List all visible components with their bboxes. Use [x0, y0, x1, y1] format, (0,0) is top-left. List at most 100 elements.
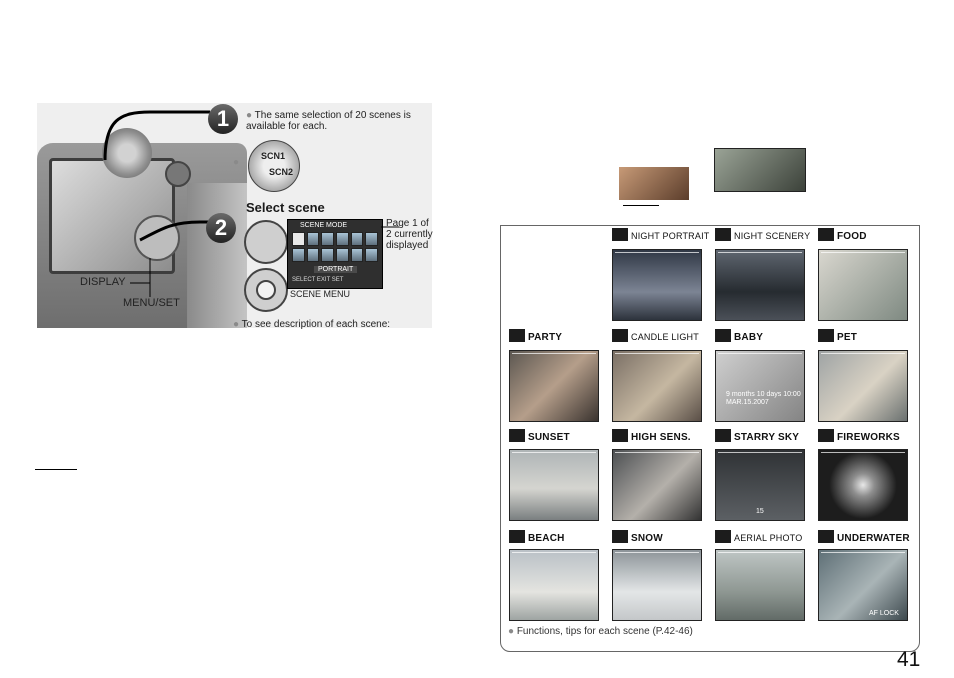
scene-example-photo: 9 months 10 days 10:00 MAR.15.2007: [715, 350, 805, 422]
display-label: DISPLAY: [80, 276, 126, 288]
osd-overlay: [718, 252, 802, 261]
scene-example-photo: [818, 350, 908, 422]
osd-overlay: [615, 452, 699, 461]
osd-overlay: [512, 452, 596, 461]
page-note: Page 1 of 2 currently displayed: [386, 218, 433, 251]
scene-label: BEACH: [509, 530, 565, 544]
scene-example-photo: [612, 249, 702, 321]
scene-label-text: AERIAL PHOTO: [734, 533, 803, 543]
scene-example-photo: [509, 549, 599, 621]
scene-icon-grid: [292, 232, 378, 262]
scene-mode-title: SCENE MODE: [300, 222, 348, 229]
scene-label: FOOD: [818, 228, 867, 242]
footnote: ● Functions, tips for each scene (P.42-4…: [508, 626, 693, 637]
scene-example-photo: [509, 449, 599, 521]
scene-label-text: HIGH SENS.: [631, 432, 691, 443]
menu-set-button-icon: [244, 268, 288, 312]
food-icon: [818, 228, 834, 241]
scene-label: BABY: [715, 329, 763, 343]
focus-area-thumbnail: [714, 148, 806, 192]
step-2-tip-text: To see description of each scene:: [241, 319, 391, 330]
camera-illustration: [37, 103, 432, 328]
scene-example-photo: [612, 449, 702, 521]
scene-cell: [350, 248, 364, 262]
candle-light-icon: [612, 329, 628, 342]
scene-example-photo: [818, 449, 908, 521]
bullet-icon: ●: [508, 626, 515, 637]
scn2-label: SCN2: [269, 167, 294, 177]
selected-scene-label: PORTRAIT: [314, 266, 358, 273]
step-2-tip: ● To see description of each scene:: [233, 319, 390, 330]
scene-cell: [350, 232, 364, 246]
step-1-note-text: The same selection of 20 scenes is avail…: [246, 110, 411, 132]
scene-example-photo: [612, 350, 702, 422]
scene-label: SNOW: [612, 530, 663, 544]
snow-icon: [612, 530, 628, 543]
scene-label: UNDERWATER: [818, 530, 910, 544]
photo-overlay-text: 9 months 10 days 10:00 MAR.15.2007: [726, 391, 801, 406]
cursor-button-icon: [244, 220, 288, 264]
step-1-badge: 1: [208, 104, 238, 134]
scene-label-text: FIREWORKS: [837, 432, 900, 443]
scene-label-text: SNOW: [631, 533, 663, 544]
high-sens-icon: [612, 429, 628, 442]
scene-label-text: CANDLE LIGHT: [631, 332, 699, 342]
scene-label: FIREWORKS: [818, 429, 900, 443]
baby-icon: [715, 329, 731, 342]
osd-overlay: [821, 552, 905, 561]
scene-label-text: NIGHT PORTRAIT: [631, 231, 710, 241]
footnote-text: Functions, tips for each scene (P.42-46): [516, 626, 693, 637]
photo-overlay-text: AF LOCK: [869, 610, 899, 617]
starry-sky-icon: [715, 429, 731, 442]
page-note-leader: [381, 226, 399, 228]
scene-label-text: BABY: [734, 332, 764, 343]
scene-label: PET: [818, 329, 857, 343]
scene-cell: [321, 232, 334, 246]
scene-menu-screen: SCENE MODE PORTRAIT SELECT EXIT SET: [287, 219, 383, 289]
beach-icon: [509, 530, 525, 543]
step-2-title: Select scene: [246, 200, 325, 215]
scene-label-text: UNDERWATER: [837, 533, 910, 544]
osd-overlay: [821, 353, 905, 362]
menu-set-label: MENU/SET: [123, 297, 180, 309]
scene-label-text: STARRY SKY: [734, 432, 800, 443]
step-1-note: ● The same selection of 20 scenes is ava…: [246, 110, 426, 132]
scene-label-text: SUNSET: [528, 432, 570, 443]
scene-label: CANDLE LIGHT: [612, 329, 699, 343]
osd-overlay: [615, 252, 699, 261]
scene-label: NIGHT SCENERY: [715, 228, 810, 242]
sunset-icon: [509, 429, 525, 442]
scene-cell: [292, 248, 305, 262]
scene-cell: [292, 232, 305, 246]
bullet-icon: ●: [246, 110, 253, 121]
scene-label: AERIAL PHOTO: [715, 530, 802, 544]
osd-overlay: [821, 252, 905, 261]
step-2-badge: 2: [206, 213, 236, 243]
osd-overlay: [615, 353, 699, 362]
scene-example-photo: [818, 249, 908, 321]
osd-overlay: [718, 353, 802, 362]
mode-dial: [102, 128, 152, 178]
scene-cell: [365, 232, 378, 246]
scene-menu-label: SCENE MENU: [290, 289, 351, 299]
night-scenery-icon: [715, 228, 731, 241]
scene-cell: [365, 248, 378, 262]
scene-label: STARRY SKY: [715, 429, 799, 443]
osd-overlay: [718, 452, 802, 461]
photo-overlay-text: 15: [756, 508, 764, 515]
osd-overlay: [512, 353, 596, 362]
night-portrait-icon: [612, 228, 628, 241]
camera-side-panel: [187, 183, 247, 328]
scene-cell: [336, 232, 349, 246]
osd-overlay: [512, 552, 596, 561]
osd-overlay: [718, 552, 802, 561]
scene-label: SUNSET: [509, 429, 570, 443]
scn1-label: SCN1: [261, 151, 286, 161]
scene-cell: [321, 248, 334, 262]
scene-label: NIGHT PORTRAIT: [612, 228, 709, 242]
scene-dial-icon: SCN1 SCN2: [248, 140, 300, 192]
osd-overlay: [615, 552, 699, 561]
bullet-icon: ●: [233, 319, 240, 330]
scene-example-photo: [612, 549, 702, 621]
scene-example-photo: 15: [715, 449, 805, 521]
